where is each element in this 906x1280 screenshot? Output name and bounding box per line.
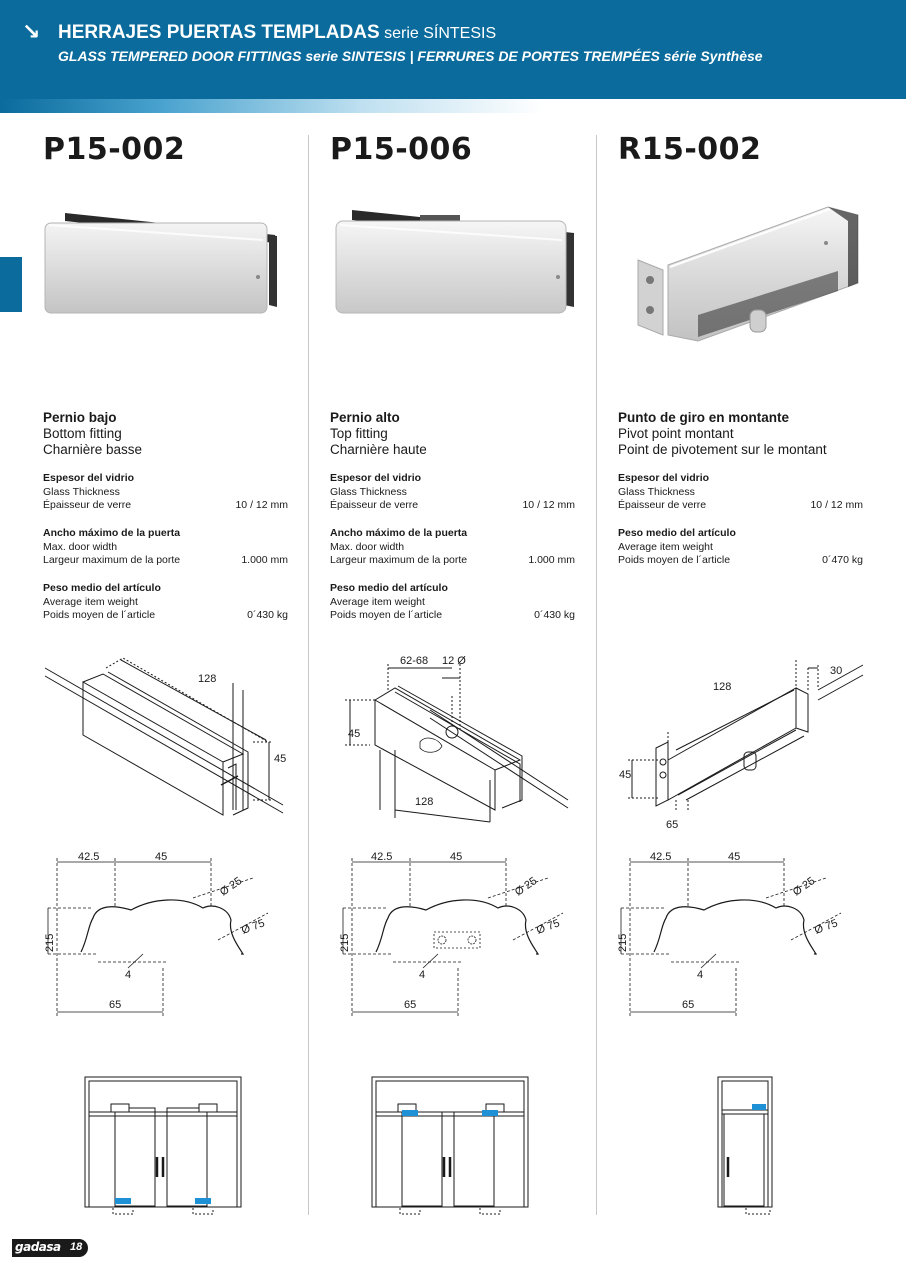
door-installation-diagram: [717, 1076, 773, 1215]
product-card-p15-002: P15-002 Pernio bajo Bottom fitting Charn…: [43, 0, 303, 1280]
spec-glass-thickness: Espesor del vidrio Glass Thickness Épais…: [618, 472, 863, 511]
spec-value: 0´430 kg: [247, 609, 288, 621]
dimension-label: Ø 75: [240, 917, 267, 936]
column-divider: [308, 135, 309, 1215]
product-names: Pernio bajo Bottom fitting Charnière bas…: [43, 410, 143, 457]
page-subtitle: GLASS TEMPERED DOOR FITTINGS serie SINTE…: [58, 48, 763, 64]
spec-value: 10 / 12 mm: [522, 499, 575, 511]
dimension-label: 65: [404, 999, 416, 1011]
door-installation-diagram: [84, 1076, 242, 1215]
technical-drawing-3d: 128 45: [44, 657, 286, 816]
dimension-label: 45: [155, 851, 167, 863]
spec-max-door-width: Ancho máximo de la puerta Max. door widt…: [330, 527, 575, 566]
dimension-label: 4: [697, 969, 703, 981]
dimension-label: Ø 25: [513, 875, 539, 899]
brand-logo: gadasa 18: [12, 1239, 88, 1257]
technical-drawing-3d: 62-68 12 Ø 45 128: [345, 655, 569, 823]
product-code: P15-006: [330, 132, 473, 167]
dimension-label: 128: [415, 796, 433, 808]
dimension-label: 45: [619, 769, 631, 781]
spec-max-door-width: Ancho máximo de la puerta Max. door widt…: [43, 527, 288, 566]
spec-glass-thickness: Espesor del vidrio Glass Thickness Épais…: [43, 472, 288, 511]
product-photo-top-fitting: [335, 210, 574, 314]
spec-value: 10 / 12 mm: [810, 499, 863, 511]
product-card-r15-002: R15-002 Punto de giro en montante Pivot …: [618, 0, 878, 1280]
dimension-label: 45: [348, 728, 360, 740]
technical-drawing-profile: 42.5 45 Ø 25 Ø 75 215 4 65: [44, 851, 269, 1016]
dimension-label: 65: [682, 999, 694, 1011]
dimension-label: 128: [713, 681, 731, 693]
product-photo-pivot-point: [637, 206, 859, 342]
spec-value: 0´430 kg: [534, 609, 575, 621]
spec-value: 10 / 12 mm: [235, 499, 288, 511]
dimension-label: 45: [728, 851, 740, 863]
brand-name: gadasa: [15, 1240, 61, 1254]
technical-drawing-profile: 42.5 45 Ø 25 Ø 75 215 4 65: [618, 851, 842, 1016]
technical-drawing-3d: 128 30 45 65: [619, 660, 864, 831]
dimension-label: 45: [274, 753, 286, 765]
dimension-label: 42.5: [650, 851, 671, 863]
dimension-label: 62-68: [400, 655, 428, 667]
page-number: 18: [70, 1241, 83, 1253]
dimension-label: 4: [419, 969, 425, 981]
product-names: Punto de giro en montante Pivot point mo…: [618, 410, 827, 457]
spec-value: 0´470 kg: [822, 554, 863, 566]
spec-value: 1.000 mm: [528, 554, 575, 566]
dimension-label: Ø 75: [813, 917, 840, 936]
dimension-label: Ø 25: [791, 875, 817, 899]
dimension-label: 30: [830, 665, 842, 677]
technical-drawing-profile: 42.5 45 Ø 25 Ø 75 215 4 65: [339, 851, 564, 1016]
dimension-label: 65: [666, 819, 678, 831]
dimension-label: 42.5: [371, 851, 392, 863]
dimension-label: 215: [618, 934, 629, 952]
spec-average-weight: Peso medio del artículo Average item wei…: [43, 582, 288, 621]
page-title: HERRAJES PUERTAS TEMPLADAS serie SÍNTESI…: [58, 22, 497, 43]
dimension-label: 4: [125, 969, 131, 981]
section-tab: [0, 257, 22, 312]
product-code: R15-002: [618, 132, 762, 167]
arrow-down-right-icon: ↘: [22, 20, 41, 45]
spec-average-weight: Peso medio del artículo Average item wei…: [330, 582, 575, 621]
dimension-label: 65: [109, 999, 121, 1011]
spec-glass-thickness: Espesor del vidrio Glass Thickness Épais…: [330, 472, 575, 511]
dimension-label: 42.5: [78, 851, 99, 863]
dimension-label: Ø 25: [218, 875, 244, 899]
header-gradient-bar: [0, 99, 906, 113]
product-code: P15-002: [43, 132, 186, 167]
column-divider: [596, 135, 597, 1215]
dimension-label: 12 Ø: [442, 655, 466, 667]
page-header: ↘ HERRAJES PUERTAS TEMPLADAS serie SÍNTE…: [0, 0, 906, 99]
product-photo-bottom-fitting: [44, 213, 277, 314]
dimension-label: 215: [44, 934, 56, 952]
spec-average-weight: Peso medio del artículo Average item wei…: [618, 527, 863, 566]
dimension-label: 128: [198, 673, 216, 685]
dimension-label: Ø 75: [535, 917, 562, 936]
door-installation-diagram: [371, 1076, 529, 1215]
dimension-label: 215: [339, 934, 351, 952]
product-names: Pernio alto Top fitting Charnière haute: [330, 410, 427, 457]
product-card-p15-006: P15-006 Pernio alto Top fitting Charnièr…: [330, 0, 590, 1280]
dimension-label: 45: [450, 851, 462, 863]
spec-value: 1.000 mm: [241, 554, 288, 566]
